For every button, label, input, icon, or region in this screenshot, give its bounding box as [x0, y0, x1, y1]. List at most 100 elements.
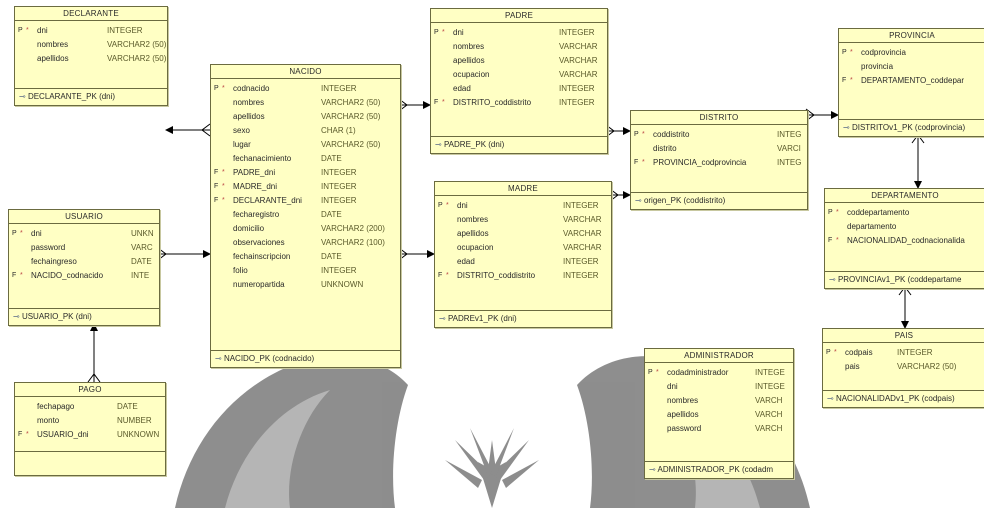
column-name: fechapago	[37, 402, 75, 411]
column-name: distrito	[653, 144, 677, 153]
column-row: password VARCH	[645, 422, 793, 436]
entity-title: DISTRITO	[631, 111, 807, 125]
column-name: MADRE_dni	[233, 182, 278, 191]
column-type: INTEGE	[755, 368, 785, 377]
column-type: VARCHAR2 (50)	[107, 40, 167, 49]
column-type: INTE	[131, 271, 150, 280]
column-type: UNKNOWN	[321, 280, 364, 289]
column-name: nombres	[37, 40, 69, 49]
column-type: INTEGER	[321, 84, 357, 93]
pk-label: ADMINISTRADOR_PK (codadm	[657, 465, 774, 474]
column-row: departamento	[825, 220, 984, 234]
key-flag: P	[648, 369, 653, 376]
column-type: INTEGER	[321, 168, 357, 177]
column-type: VARCHAR	[563, 243, 602, 252]
column-type: CHAR (1)	[321, 126, 356, 135]
column-type: DATE	[321, 210, 342, 219]
key-flag: F	[214, 183, 219, 190]
column-name: apellidos	[233, 112, 265, 121]
column-name: codnacido	[233, 84, 270, 93]
entity-title: PAIS	[823, 329, 984, 343]
column-name: fechainscripcion	[233, 252, 291, 261]
column-name: dni	[31, 229, 42, 238]
key-flag: P	[842, 49, 847, 56]
column-name: monto	[37, 416, 60, 425]
column-name: password	[31, 243, 66, 252]
column-name: fechaingreso	[31, 257, 77, 266]
column-name: password	[667, 424, 702, 433]
pk-label: PADRE_PK (dni)	[443, 140, 505, 149]
column-name: DISTRITO_coddistrito	[453, 98, 532, 107]
column-name: edad	[457, 257, 475, 266]
key-flag: F	[842, 77, 847, 84]
column-type: VARCH	[755, 424, 783, 433]
entity-title: PROVINCIA	[839, 29, 984, 43]
mandatory-flag: *	[26, 431, 29, 438]
entity-primary-key: ⊸ ADMINISTRADOR_PK (codadm	[645, 461, 793, 478]
column-name: nombres	[457, 215, 489, 224]
column-type: INTEGER	[563, 257, 599, 266]
key-flag: F	[634, 159, 639, 166]
key-icon: ⊸	[19, 92, 28, 101]
column-name: numeropartida	[233, 280, 285, 289]
key-flag: F	[18, 431, 23, 438]
column-name: coddepartamento	[847, 208, 910, 217]
key-icon: ⊸	[435, 140, 444, 149]
key-flag: P	[434, 29, 439, 36]
mandatory-flag: *	[834, 349, 837, 356]
column-type: INTEGER	[321, 182, 357, 191]
entity-primary-key: ⊸ DISTRITOv1_PK (codprovincia)	[839, 119, 984, 136]
column-type: VARCHAR	[563, 215, 602, 224]
column-type: VARCHAR2 (50)	[107, 54, 167, 63]
column-type: INTEGER	[897, 348, 933, 357]
column-type: INTEGER	[559, 84, 595, 93]
column-name: fecharegistro	[233, 210, 280, 219]
entity-title: USUARIO	[9, 210, 159, 224]
column-name: lugar	[233, 140, 251, 149]
key-flag: P	[18, 27, 23, 34]
mandatory-flag: *	[20, 272, 23, 279]
column-name: NACIONALIDAD_codnacionalida	[847, 236, 965, 245]
pk-label: NACIDO_PK (codnacido)	[223, 354, 315, 363]
column-name: DEPARTAMENTO_coddepar	[861, 76, 965, 85]
key-icon: ⊸	[829, 275, 838, 284]
entity-title: PADRE	[431, 9, 607, 23]
